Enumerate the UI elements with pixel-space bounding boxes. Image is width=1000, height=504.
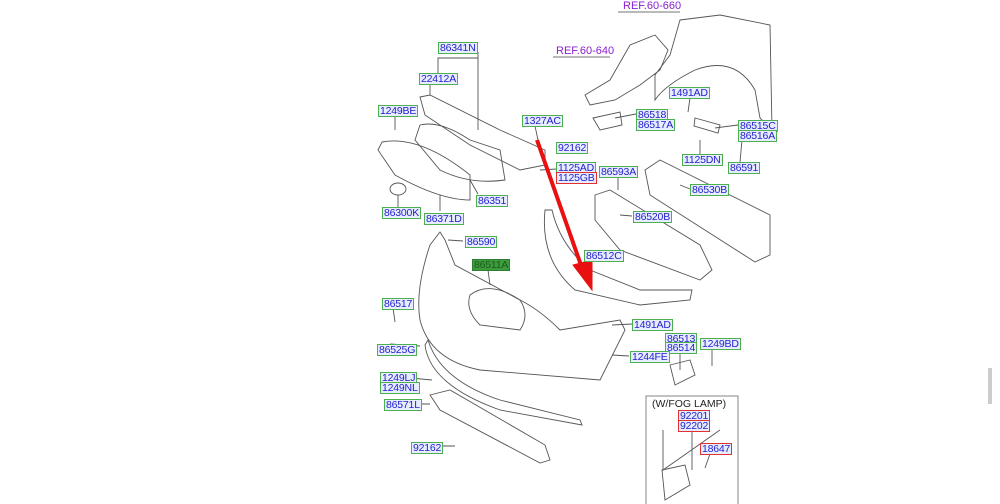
ref-60-660[interactable]: REF.60-660 <box>623 0 682 12</box>
part-label[interactable]: 18647 <box>700 443 733 455</box>
absorber-86520B <box>594 189 713 281</box>
part-label-selected[interactable]: 86511A <box>472 259 511 271</box>
part-label[interactable]: 86591 <box>728 162 761 174</box>
part-label[interactable]: 86371D <box>424 213 464 225</box>
fog-lamp-box <box>645 395 739 504</box>
part-label[interactable]: 1244FE <box>630 351 670 363</box>
part-label[interactable]: 86530B <box>690 184 730 196</box>
fog-cover <box>669 359 696 386</box>
fender <box>654 14 773 132</box>
part-label[interactable]: 86517A <box>636 119 676 131</box>
part-label[interactable]: 86571L <box>384 399 422 411</box>
part-label[interactable]: 86593A <box>599 166 639 178</box>
garnish-86371D <box>377 140 471 201</box>
part-label[interactable]: 22412A <box>419 73 459 85</box>
apron <box>584 34 669 106</box>
part-label[interactable]: 86514 <box>665 342 698 354</box>
part-label[interactable]: 1249BE <box>378 105 419 117</box>
lower-grille-86512C <box>543 209 693 306</box>
bracket-86515C <box>693 117 721 134</box>
part-label[interactable]: 86590 <box>465 236 498 248</box>
fog-lamp-box-title: (W/FOG LAMP) <box>652 398 727 410</box>
part-label[interactable]: 1491AD <box>669 87 710 99</box>
part-label[interactable]: 1249NL <box>380 382 420 394</box>
part-label[interactable]: 92162 <box>556 142 589 154</box>
part-label[interactable]: 1327AC <box>522 115 563 127</box>
emblem-86300K <box>389 182 407 196</box>
red-arrow <box>535 139 593 292</box>
moulding-86525G <box>424 338 583 426</box>
part-label[interactable]: 1491AD <box>632 319 673 331</box>
beam-86530B <box>644 159 771 263</box>
skid-86571L <box>429 389 551 464</box>
part-label[interactable]: 86517 <box>382 298 415 310</box>
grille-86351 <box>414 123 506 182</box>
part-label[interactable]: 86512C <box>584 250 624 262</box>
bumper-86511A <box>418 231 626 381</box>
part-label[interactable]: 86351 <box>476 195 509 207</box>
part-label[interactable]: 1249BD <box>700 338 741 350</box>
scrollbar[interactable] <box>988 368 992 404</box>
part-label[interactable]: 86300K <box>382 207 422 219</box>
part-label[interactable]: 92162 <box>411 442 444 454</box>
part-label[interactable]: 86516A <box>738 130 778 142</box>
grille-86341N <box>419 94 546 171</box>
fog-lamp <box>661 464 691 501</box>
bracket-86518 <box>592 111 623 131</box>
part-label[interactable]: 1125GB <box>556 172 597 184</box>
part-label[interactable]: 86525G <box>377 344 418 356</box>
ref-60-640[interactable]: REF.60-640 <box>556 45 615 57</box>
part-label[interactable]: 1125DN <box>682 154 723 166</box>
part-label[interactable]: 92202 <box>678 420 711 432</box>
part-label[interactable]: 86520B <box>633 211 673 223</box>
part-label[interactable]: 86341N <box>438 42 478 54</box>
